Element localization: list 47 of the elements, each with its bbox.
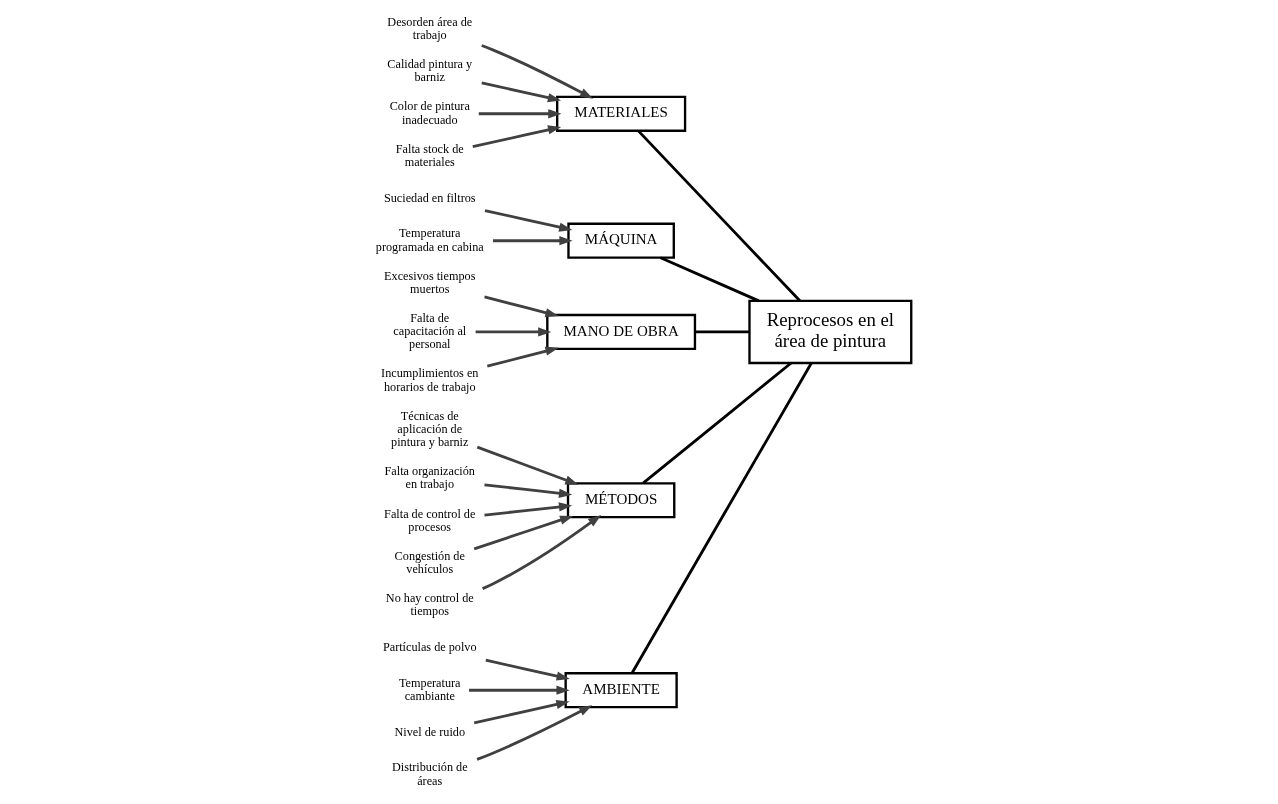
connector <box>630 362 813 674</box>
node-text: Falta de capacitación al personal <box>393 310 467 352</box>
connector <box>637 129 801 302</box>
node-box: MÁQUINA <box>567 222 675 259</box>
connector <box>660 256 760 303</box>
node-text: Temperatura programada en cabina <box>375 226 484 254</box>
node-text: Partículas de polvo <box>382 640 477 655</box>
node-text: Congestión de vehículos <box>394 548 465 577</box>
node-text: Desorden área de trabajo <box>387 14 473 42</box>
connector <box>695 330 750 334</box>
arrow <box>484 295 559 318</box>
arrow <box>481 44 594 99</box>
node-text: Falta de control de procesos <box>384 506 476 534</box>
node-box: MATERIALES <box>556 95 687 132</box>
arrow <box>476 445 579 485</box>
arrow <box>484 502 573 517</box>
node-text: Temperatura cambiante <box>398 675 461 703</box>
arrow <box>484 483 573 498</box>
arrow <box>472 125 562 149</box>
arrow <box>473 515 574 551</box>
node-box: AMBIENTE <box>564 672 678 709</box>
arrow <box>478 109 562 119</box>
arrow <box>469 685 570 695</box>
arrow <box>482 514 602 590</box>
node-box: Reprocesos en el área de pintura <box>748 299 913 365</box>
node-text: Falta organización en trabajo <box>384 464 475 492</box>
connector <box>642 361 793 485</box>
node-text: Técnicas de aplicación de pintura y barniz <box>391 408 469 450</box>
node-text: Suciedad en filtros <box>383 190 476 205</box>
node-text: Calidad pintura y barniz <box>387 57 473 85</box>
node-text: Falta stock de materiales <box>395 141 464 169</box>
node-box: MANO DE OBRA <box>546 313 697 351</box>
node-box: MÉTODOS <box>566 482 676 519</box>
arrow <box>475 327 552 337</box>
arrow <box>476 705 593 761</box>
node-text: Nivel de ruido <box>394 724 466 739</box>
node-text: Distribución de áreas <box>391 760 468 788</box>
node-text: Color de pintura inadecuado <box>389 99 470 127</box>
node-text: Excesivos tiempos muertos <box>384 268 476 296</box>
node-text: Incumplimientos en horarios de trabajo <box>381 366 479 394</box>
arrow <box>493 236 573 246</box>
arrow <box>484 209 573 232</box>
arrow <box>485 658 570 681</box>
arrow <box>486 346 559 368</box>
arrow <box>481 81 562 103</box>
arrow <box>473 699 570 725</box>
node-text: No hay control de tiempos <box>385 591 474 619</box>
